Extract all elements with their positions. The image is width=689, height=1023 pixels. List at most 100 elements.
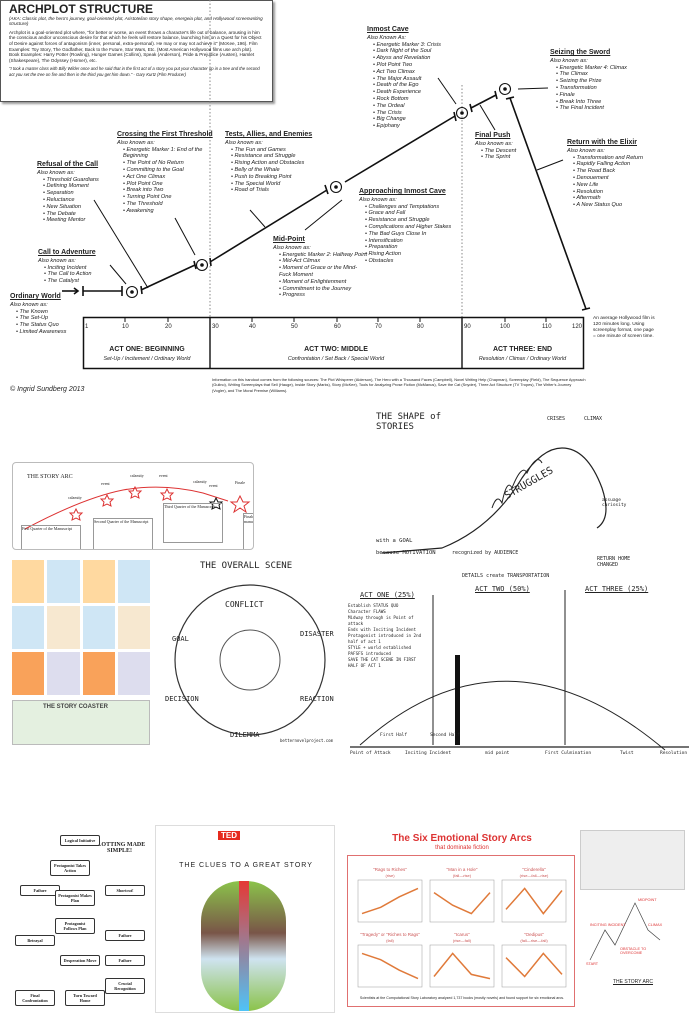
stage-item: The Sprint — [481, 154, 545, 161]
sketch-label: CONFLICT — [225, 600, 264, 609]
flow-node: Protagonist Takes Action — [50, 860, 90, 876]
stage-item: Commitment to the Journey — [279, 286, 368, 293]
stage-item: Break Into Three — [556, 99, 660, 106]
title-body: Archplot is a goal-oriented plot where, … — [9, 29, 262, 63]
flow-node: Failure — [105, 955, 145, 966]
stage-item: Act One Climax — [123, 174, 217, 181]
stage-title: Approaching Inmost Cave — [359, 188, 446, 195]
panel-title: The Six Emotional Story Arcs — [392, 833, 532, 844]
sketch-label: DISASTER — [300, 630, 334, 638]
arc-frame — [357, 879, 423, 923]
stage-item: Energetic Marker 1: End of the Beginning — [123, 147, 217, 161]
stage-item: Resolution — [573, 189, 677, 196]
stage-item: Turning Point One — [123, 194, 217, 201]
arc-name: "Man in a Hole" — [447, 867, 478, 872]
stage-item: Push to Breaking Point — [231, 174, 325, 181]
flow-node: Protagonist Follows Plan — [55, 918, 95, 934]
title-quote: "I took a master class with Billy Wilder… — [9, 66, 260, 77]
stage-item: Mid-Act Climax — [279, 258, 368, 265]
flow-node: Failure — [105, 930, 145, 941]
acts-handwritten-sheet: ACT ONE (25%) ACT TWO (50%) ACT THREE (2… — [345, 585, 689, 760]
sketch-label: Twist — [620, 751, 634, 756]
arc-label: OBSTACLE TO OVERCOME — [620, 947, 647, 955]
stage-item: The Major Assault — [373, 76, 467, 83]
arc-name: "Cinderella" — [522, 867, 546, 872]
act-subtitle: Set-Up / Incitement / Ordinary World — [103, 356, 191, 362]
timeline-note: An average Hollywood film is 120 minutes… — [593, 316, 655, 339]
stage-aka: Also known as: — [117, 139, 155, 146]
arc-marker: event — [209, 483, 218, 488]
stage-item: Complications and Higher Stakes — [365, 224, 469, 231]
six-arcs-charts: "Rags to Riches"(rise)"Man in a Hole"(fa… — [357, 867, 567, 988]
stage-aka: Also known as: — [225, 139, 263, 146]
arc-frame — [357, 944, 423, 988]
act-title: ACT THREE: END — [492, 346, 553, 353]
six-arcs-panel: The Six Emotional Story Arcs that domina… — [347, 833, 575, 1007]
arc-box: First Quarter of the Manuscript — [21, 525, 81, 549]
stage-item: Intensification — [365, 238, 469, 245]
arc-shape: (rise—fall) — [453, 938, 472, 943]
arc-marker: calamity — [68, 495, 82, 500]
sources-note: Information on this handout comes from t… — [212, 377, 586, 393]
stage-item: Plot Point One — [123, 181, 217, 188]
stage-aka: Also known as: — [37, 169, 75, 176]
stage-item: Moment of Grace or the Mind-Fuck Moment — [279, 265, 368, 279]
stage-title: Final Push — [475, 132, 511, 139]
sketch-label: Resolution — [660, 751, 688, 756]
tick-label: 60 — [334, 324, 341, 330]
flow-node: Betrayal — [15, 935, 55, 946]
arc-name: "Tragedy" or "Riches to Rags" — [360, 932, 420, 937]
act-title: ACT TWO: MIDDLE — [304, 346, 368, 353]
stage-item: Preparation — [365, 244, 469, 251]
sketch-label: with a GOAL — [376, 538, 413, 544]
act-subtitle: Confrontation / Set Back / Special World — [287, 356, 385, 362]
stage-item: Seizing the Prize — [556, 78, 660, 85]
stage-title: Crossing the First Threshold — [117, 131, 213, 138]
sketch-label: Point of Attack — [350, 751, 391, 756]
stage-item: Rapidly Falling Action — [573, 161, 677, 168]
arc-shape: (rise) — [385, 873, 395, 878]
arc-lines — [589, 902, 661, 961]
story-shape-curve — [381, 447, 607, 554]
stage-item: The Special World — [231, 181, 325, 188]
flow-node: Failure — [20, 885, 60, 896]
plotting-flowchart: PLOTTING MADE SIMPLE! Logical Initiative… — [10, 830, 150, 1012]
flow-node: Desperation Move — [60, 955, 100, 966]
stage-item: Break into Two — [123, 187, 217, 194]
stage-item: The Known — [16, 309, 90, 316]
sketch-label: Second Half — [430, 733, 460, 738]
stage-aka: Also Known As: — [367, 34, 406, 41]
credit: betternovelproject.com — [280, 738, 333, 743]
tick-label: 120 — [572, 324, 583, 330]
sketch-label: mid point — [485, 751, 510, 756]
tick-label: 1 — [85, 324, 89, 330]
caption: Scientists at the Computational Story La… — [359, 996, 565, 1000]
tick-label: 100 — [500, 324, 511, 330]
arc-marker: event — [101, 481, 110, 486]
copyright: © Ingrid Sundberg 2013 — [10, 386, 85, 393]
stage-title: Return with the Elixir — [567, 139, 638, 146]
sketch-label: DECISION — [165, 695, 199, 703]
tick-label: 110 — [542, 324, 552, 330]
stage-item: Obstacles — [365, 258, 469, 265]
flow-node: Final Confrontation — [15, 990, 55, 1006]
stage-item: The Bad Guys Close In — [365, 231, 469, 238]
arc-shape: (fall—rise) — [453, 873, 472, 878]
stage-item: Act Two Climax — [373, 69, 467, 76]
tension-bar — [239, 881, 249, 1011]
flow-node: Turn Toward Home — [65, 990, 105, 1006]
stage-item: The Descent — [481, 148, 545, 155]
sketch-label: CRISES — [547, 416, 566, 422]
stage-item: Committing to the Goal — [123, 167, 217, 174]
stage-item: Separation — [43, 190, 127, 197]
stage-item: Dark Night of the Soul — [373, 48, 467, 55]
